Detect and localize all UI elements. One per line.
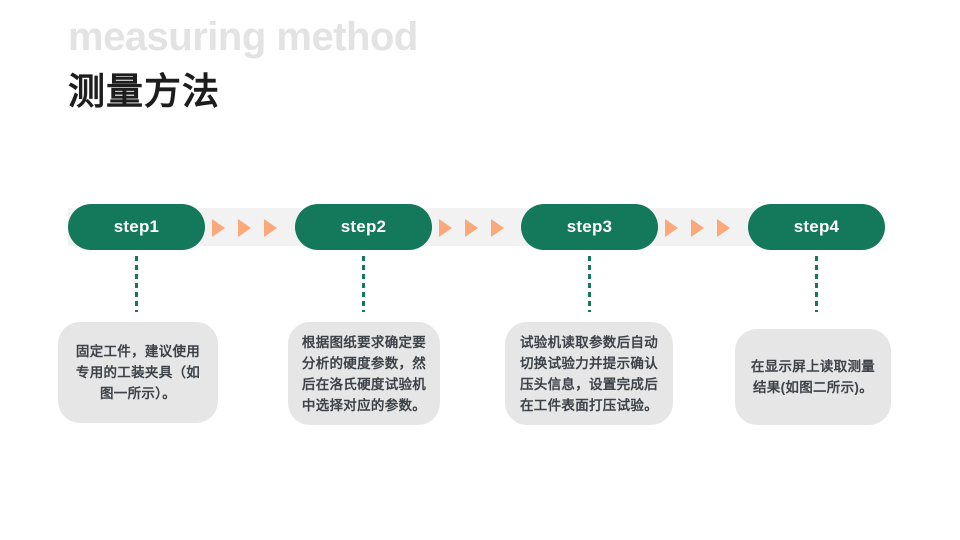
page-title-block: measuring method 测量方法 bbox=[68, 14, 418, 118]
step-pill-2-label: step2 bbox=[340, 217, 387, 236]
triangle-right-icon bbox=[212, 219, 225, 237]
step-pill-4[interactable]: step4 bbox=[748, 204, 885, 250]
triangle-right-icon bbox=[238, 219, 251, 237]
connector-arrows-3 bbox=[665, 218, 730, 238]
triangle-right-icon bbox=[465, 219, 478, 237]
step-pill-2[interactable]: step2 bbox=[295, 204, 432, 250]
step-description-text-4: 在显示屏上读取测量结果(如图二所示)。 bbox=[750, 359, 876, 395]
step-description-card-3: 试验机读取参数后自动切换试验力并提示确认压头信息，设置完成后在工件表面打压试验。 bbox=[505, 322, 673, 425]
dotted-connector-1 bbox=[135, 256, 138, 312]
step-description-text-2: 根据图纸要求确定要分析的硬度参数，然后在洛氏硬度试验机中选择对应的参数。 bbox=[301, 334, 427, 413]
step-pill-1[interactable]: step1 bbox=[68, 204, 205, 250]
triangle-right-icon bbox=[717, 219, 730, 237]
page-title-chinese: 测量方法 bbox=[68, 71, 220, 112]
step-pill-1-label: step1 bbox=[113, 217, 160, 236]
triangle-right-icon bbox=[439, 219, 452, 237]
page-title-english: measuring method bbox=[68, 15, 418, 59]
triangle-right-icon bbox=[491, 219, 504, 237]
step-description-card-1: 固定工件，建议使用专用的工装夹具（如图一所示）。 bbox=[58, 322, 218, 423]
step-pill-4-label: step4 bbox=[793, 217, 840, 236]
step-description-card-4: 在显示屏上读取测量结果(如图二所示)。 bbox=[735, 329, 891, 425]
dotted-connector-3 bbox=[588, 256, 591, 312]
step-pill-3-label: step3 bbox=[566, 217, 613, 236]
step-description-text-3: 试验机读取参数后自动切换试验力并提示确认压头信息，设置完成后在工件表面打压试验。 bbox=[520, 334, 658, 413]
dotted-connector-4 bbox=[815, 256, 818, 312]
step-description-card-2: 根据图纸要求确定要分析的硬度参数，然后在洛氏硬度试验机中选择对应的参数。 bbox=[288, 322, 440, 425]
triangle-right-icon bbox=[264, 219, 277, 237]
dotted-connector-2 bbox=[362, 256, 365, 312]
step-pill-3[interactable]: step3 bbox=[521, 204, 658, 250]
triangle-right-icon bbox=[665, 219, 678, 237]
triangle-right-icon bbox=[691, 219, 704, 237]
connector-arrows-2 bbox=[439, 218, 504, 238]
connector-arrows-1 bbox=[212, 218, 277, 238]
step-description-text-1: 固定工件，建议使用专用的工装夹具（如图一所示）。 bbox=[75, 344, 201, 401]
